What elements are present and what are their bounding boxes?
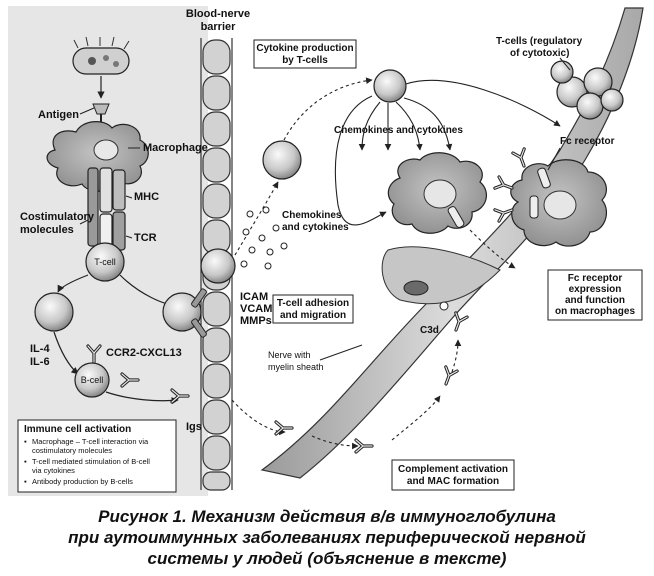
top-tissue-cell [373, 69, 407, 103]
lymphocyte-cell [34, 292, 74, 332]
antibody-icon [354, 438, 374, 454]
immune-item-bullet: ▪ [24, 457, 27, 466]
vcam-label: VCAM [240, 303, 272, 315]
immune-item-1b: costimulatory molecules [32, 446, 112, 455]
igs-trail-arrow-3 [391, 395, 441, 441]
chemo-left-label-1: Chemokines [282, 210, 342, 221]
immune-item-bullet: ▪ [24, 477, 27, 486]
il-arrow [53, 331, 79, 375]
complement-line-2: and MAC formation [407, 476, 499, 487]
fc-receptor-label: Fc receptor [560, 136, 615, 147]
complement-box: Complement activation and MAC formation [391, 459, 515, 491]
b-cell: B-cell [74, 344, 110, 398]
fc-box-line-1: Fc receptor [568, 273, 623, 284]
c3d-molecule [439, 301, 449, 311]
chemo-left-label-2: and cytokines [282, 222, 349, 233]
immune-item-2b: via cytokines [32, 466, 75, 475]
cytokine-dots [240, 206, 288, 270]
caption-line-2: при аутоиммунных заболеваниях перифериче… [68, 528, 586, 547]
chemokine-arrows [334, 80, 561, 226]
barrier-label-2: barrier [201, 21, 237, 33]
immune-item-bullet: ▪ [24, 437, 27, 446]
costimulatory-label-2: molecules [20, 224, 74, 236]
tregs-label-1: T-cells (regulatory [496, 36, 583, 47]
cytokine-box: Cytokine production by T-cells [253, 39, 357, 69]
fc-box-line-3: and function [565, 295, 625, 306]
nerve-label-1: Nerve with [268, 350, 311, 360]
caption-line-3: системы у людей (объяснение в тексте) [147, 549, 507, 568]
tcell-to-cell-arrow [57, 274, 89, 293]
nerve-label-2: myelin sheath [268, 362, 324, 372]
immune-box-title: Immune cell activation [24, 424, 131, 435]
regulatory-t-cells [550, 60, 624, 120]
tcr-label: TCR [134, 232, 157, 244]
fc-expression-box: Fc receptor expression and function on m… [547, 269, 643, 321]
immune-item-1a: Macrophage – T-cell interaction via [32, 437, 149, 446]
barrier-label-1: Blood-nerve [186, 8, 250, 20]
cytokine-line-2: by T-cells [282, 55, 328, 66]
immune-item-3a: Antibody production by B-cells [32, 477, 133, 486]
mmps-label: MMPs [240, 315, 272, 327]
antigen-label: Antigen [38, 109, 79, 121]
antibody-icon [438, 365, 459, 388]
figure-caption: Рисунок 1. Механизм действия в/в иммуног… [0, 506, 654, 569]
migrating-t-cell [162, 288, 207, 338]
complement-line-1: Complement activation [398, 464, 508, 475]
tcell-migration-arrow [234, 181, 279, 256]
mhc-tcr-complex [87, 167, 126, 251]
igs-trail-arrow-2 [311, 435, 359, 450]
chemo-top-label: Chemokines and cytokines [334, 125, 463, 136]
il6-label: IL-6 [30, 356, 50, 368]
mhc-label: MHC [134, 191, 159, 203]
nerve-fiber [260, 7, 644, 479]
fc-macrophage [510, 159, 607, 247]
fc-box-line-4: on macrophages [555, 306, 635, 317]
icam-label: ICAM [240, 291, 268, 303]
immune-item-2a: T-cell mediated stimulation of B-cell [32, 457, 150, 466]
crossing-t-cell [200, 248, 236, 284]
tcell-to-top-arrow [283, 77, 373, 141]
caption-line-1: Рисунок 1. Механизм действия в/в иммуног… [98, 507, 556, 526]
t-cell: T-cell [85, 242, 125, 282]
t-cell-label: T-cell [94, 257, 116, 267]
b-cell-label: B-cell [81, 375, 104, 385]
bacterium-icon [72, 36, 130, 75]
adhesion-line-1: T-cell adhesion [277, 298, 349, 309]
igs-label: Igs [186, 421, 202, 433]
igs-trail-arrow-4 [451, 339, 462, 373]
c3d-label: C3d [420, 325, 439, 336]
nerve-nucleus [403, 280, 429, 296]
macrophage-label: Macrophage [143, 142, 208, 154]
tissue-macrophage [387, 152, 488, 234]
tissue-t-cell [262, 140, 302, 180]
mechanism-diagram: Blood-nerve barrier Nerve with myelin sh… [8, 6, 644, 496]
immune-activation-box: Immune cell activation ▪ Macrophage – T-… [17, 419, 177, 493]
adhesion-line-2: and migration [280, 310, 346, 321]
ccr2-label: CCR2-CXCL13 [106, 347, 182, 359]
fc-box-line-2: expression [569, 284, 622, 295]
adhesion-box: T-cell adhesion and migration [272, 294, 354, 324]
fc-dashed-arrow [469, 229, 516, 269]
igs-trail-arrow-1 [231, 399, 286, 436]
il4-label: IL-4 [30, 343, 50, 355]
nerve-pointer [319, 344, 363, 361]
cytokine-line-1: Cytokine production [256, 43, 353, 54]
antibody-icon [511, 147, 532, 170]
costimulatory-label-1: Costimulatory [20, 211, 95, 223]
tregs-label-2: of cytotoxic) [510, 48, 569, 59]
